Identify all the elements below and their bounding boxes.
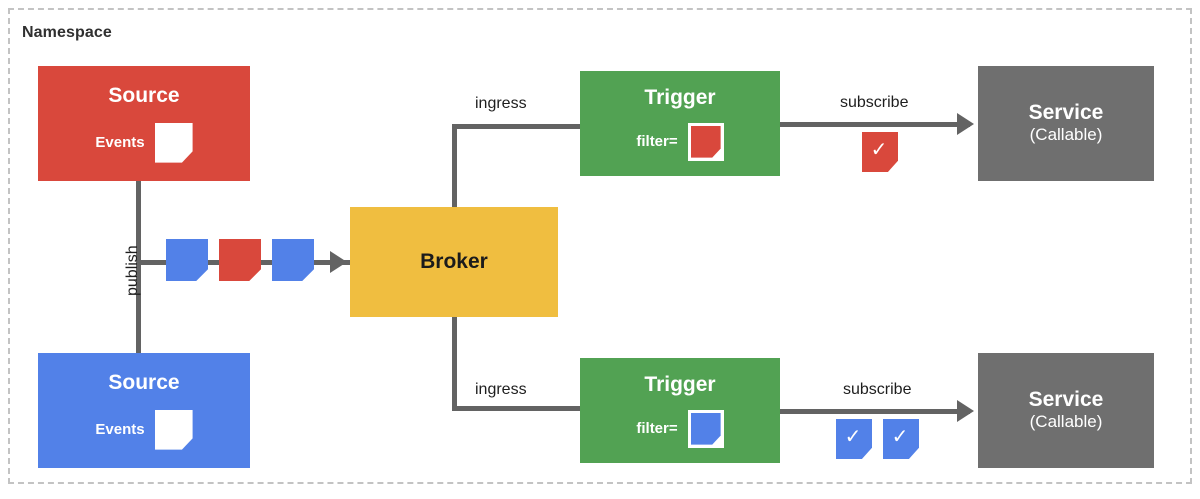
trigger-bottom-title: Trigger bbox=[644, 373, 716, 397]
subscribe-bottom-line bbox=[780, 409, 970, 414]
edge-label-subscribe-top: subscribe bbox=[840, 94, 909, 111]
source-blue-events-row: Events bbox=[95, 409, 193, 450]
event-card-icon bbox=[154, 122, 193, 163]
delivered-card-top-1: ✓ bbox=[862, 132, 898, 172]
trigger-top-filter-label: filter= bbox=[636, 133, 678, 151]
node-source-blue[interactable]: Source Events bbox=[38, 353, 250, 468]
event-stream-group bbox=[166, 239, 314, 281]
node-service-bottom[interactable]: Service (Callable) bbox=[978, 353, 1154, 468]
check-icon: ✓ bbox=[891, 426, 909, 448]
node-trigger-top[interactable]: Trigger filter= bbox=[580, 71, 780, 176]
service-bottom-subtitle: (Callable) bbox=[1029, 412, 1103, 432]
source-red-title: Source bbox=[108, 84, 180, 108]
trigger-top-filter-row: filter= bbox=[636, 122, 724, 161]
delivered-card-bottom-1: ✓ bbox=[836, 419, 872, 459]
node-service-top[interactable]: Service (Callable) bbox=[978, 66, 1154, 181]
source-red-events-row: Events bbox=[95, 122, 193, 163]
ingress-top-line bbox=[452, 124, 585, 129]
namespace-label: Namespace bbox=[22, 24, 112, 41]
delivered-card-bottom-2: ✓ bbox=[883, 419, 919, 459]
service-bottom-title: Service bbox=[1028, 388, 1104, 412]
namespace-boundary bbox=[8, 8, 1192, 484]
trigger-bottom-filter-row: filter= bbox=[636, 409, 724, 448]
node-source-red[interactable]: Source Events bbox=[38, 66, 250, 181]
source-blue-events-label: Events bbox=[95, 421, 145, 439]
node-broker[interactable]: Broker bbox=[350, 207, 558, 317]
ingress-bottom-line bbox=[452, 406, 585, 411]
subscribe-bottom-arrow-head bbox=[957, 400, 974, 422]
event-card-2 bbox=[219, 239, 261, 281]
edge-label-publish: publish bbox=[124, 245, 141, 296]
delivered-events-bottom: ✓ ✓ bbox=[836, 419, 919, 459]
trigger-bottom-filter-label: filter= bbox=[636, 420, 678, 438]
event-card-3 bbox=[272, 239, 314, 281]
event-card-icon bbox=[154, 409, 193, 450]
subscribe-top-line bbox=[780, 122, 970, 127]
edge-label-ingress-bottom: ingress bbox=[475, 381, 527, 398]
service-top-title: Service bbox=[1028, 101, 1104, 125]
source-red-events-label: Events bbox=[95, 134, 145, 152]
publish-trunk-line bbox=[136, 181, 141, 355]
publish-arrow-head bbox=[330, 251, 347, 273]
broker-down-line bbox=[452, 314, 457, 411]
node-trigger-bottom[interactable]: Trigger filter= bbox=[580, 358, 780, 463]
trigger-top-title: Trigger bbox=[644, 86, 716, 110]
edge-label-subscribe-bottom: subscribe bbox=[843, 381, 912, 398]
event-card-1 bbox=[166, 239, 208, 281]
delivered-events-top: ✓ bbox=[862, 132, 898, 172]
edge-label-ingress-top: ingress bbox=[475, 95, 527, 112]
service-top-subtitle: (Callable) bbox=[1029, 125, 1103, 145]
check-icon: ✓ bbox=[870, 139, 888, 161]
broker-title: Broker bbox=[420, 249, 488, 273]
filter-card-icon bbox=[687, 409, 724, 448]
filter-card-icon bbox=[687, 122, 724, 161]
broker-up-line bbox=[452, 124, 457, 210]
check-icon: ✓ bbox=[844, 426, 862, 448]
subscribe-top-arrow-head bbox=[957, 113, 974, 135]
source-blue-title: Source bbox=[108, 371, 180, 395]
